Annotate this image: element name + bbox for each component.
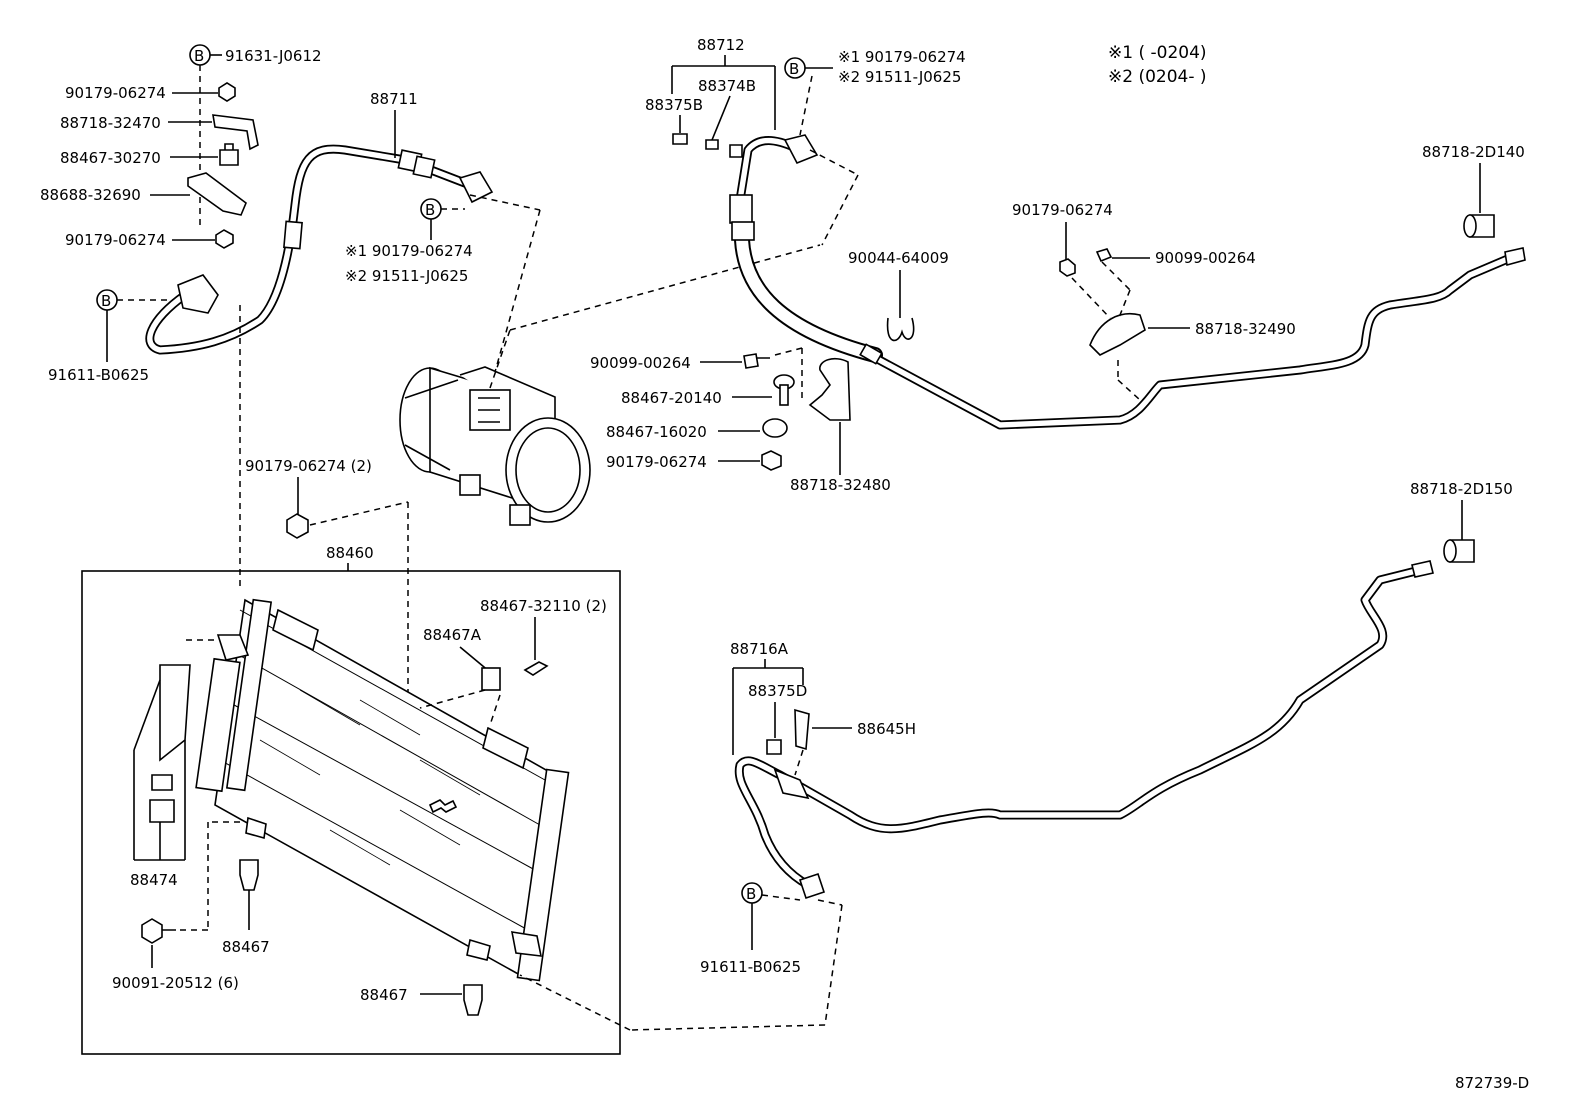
label-88467-30270: 88467-30270 [60,149,161,167]
grommet-icon-d [463,984,483,1016]
note-1: ※1 ( -0204) [1108,43,1207,63]
cushion-icon-b [762,418,788,438]
label-88467a: 88467A [423,626,482,644]
liquid-pipe-88716a: 88716A 88375D 88645H 88718-2D150 B 91611… [519,480,1513,1031]
marker-b-2-label: B [101,292,111,310]
label-90099-00264-a: 90099-00264 [1155,249,1256,267]
note-2: ※2 (0204- ) [1108,67,1207,87]
label-88460: 88460 [326,544,374,562]
label-90179-06274-a: 90179-06274 [65,84,166,102]
bolt-icon-b [743,353,770,369]
nut-icon-e [286,513,309,539]
label-88712-note-2: ※2 91511-J0625 [838,68,961,86]
label-90091-20512-6: 90091-20512 (6) [112,974,239,992]
upper-right-bracket-group: 90179-06274 90099-00264 88718-32490 9004… [848,201,1296,401]
label-88688-32690: 88688-32690 [40,186,141,204]
label-88375d: 88375D [748,682,807,700]
figure-id: 872739-D [1455,1074,1529,1092]
pressure-switch-icon [794,708,810,751]
discharge-pipe-88711: 88711 [145,90,541,590]
nut-icon-a [218,82,236,102]
grommet-icon-c [239,859,259,891]
marker-b-5-label: B [746,885,756,903]
nut-icon-b [215,229,234,249]
nut-icon-d [761,450,782,471]
label-88711-note-1: ※1 90179-06274 [345,242,473,260]
bolt-icon-d [141,918,176,944]
label-90179-06274-c: 90179-06274 [1012,201,1113,219]
marker-b-4-label: B [789,60,799,78]
label-88718-2d150: 88718-2D150 [1410,480,1513,498]
condenser-assembly-box: 88460 90179-06274 (2) 88467-3211 [81,457,621,1055]
label-91611-b0625-a: 91611-B0625 [48,366,149,384]
label-88711: 88711 [370,90,418,108]
label-88718-32470: 88718-32470 [60,114,161,132]
label-88711-note-2: ※2 91511-J0625 [345,267,468,285]
label-88718-32480: 88718-32480 [790,476,891,494]
bolt-icon-c [523,661,549,676]
label-88467-20140: 88467-20140 [621,389,722,407]
label-90179-06274-2: 90179-06274 (2) [245,457,372,475]
suction-pipe-long: 88718-2D140 [859,143,1526,430]
label-90179-06274-b: 90179-06274 [65,231,166,249]
clip-icon [886,317,915,342]
label-90179-06274-d: 90179-06274 [606,453,707,471]
label-88467-16020: 88467-16020 [606,423,707,441]
label-88467-a: 88467 [222,938,270,956]
nut-icon-c [1059,258,1076,277]
cushion-icon [219,143,239,166]
label-88712: 88712 [697,36,745,54]
pipe-clamp-icon [808,358,851,421]
label-88716a: 88716A [730,640,789,658]
clamp-bracket-icon [1089,313,1146,356]
label-90044-64009: 90044-64009 [848,249,949,267]
label-88374b: 88374B [698,77,756,95]
label-88718-2d140: 88718-2D140 [1422,143,1525,161]
label-88718-32490: 88718-32490 [1195,320,1296,338]
arrow-mark-icon [428,799,458,814]
label-88375b: 88375B [645,96,703,114]
marker-b-1-label: B [194,47,204,65]
label-90099-00264-b: 90099-00264 [590,354,691,372]
suction-hose-88712: 88712 88374B 88375B B ※1 90179-06274 ※2 … [645,36,966,363]
marker-group-b3: B ※1 90179-06274 ※2 91511-J0625 [345,198,473,285]
marker-b-3-label: B [425,201,435,219]
label-88467-32110-2: 88467-32110 (2) [480,597,607,615]
label-88474: 88474 [130,871,178,889]
condenser-frame [81,570,621,1055]
upper-left-bracket-group: B 91631-J0612 90179-06274 88718-32470 88… [40,44,322,384]
label-88645h: 88645H [857,720,916,738]
label-88467-b: 88467 [360,986,408,1004]
bracket-clamp-icon [212,114,259,151]
plate-bracket-icon [187,172,247,216]
label-91631-j0612: 91631-J0612 [225,47,322,65]
compressor [399,244,821,526]
middle-bracket-group: 90099-00264 88467-20140 88467-16020 9017… [590,347,891,494]
bolt-icon-a [1095,248,1113,263]
receiver-plug-icon [149,774,175,823]
label-88712-note-1: ※1 90179-06274 [838,48,966,66]
grommet-icon-b [481,667,501,691]
label-91611-b0625-b: 91611-B0625 [700,958,801,976]
